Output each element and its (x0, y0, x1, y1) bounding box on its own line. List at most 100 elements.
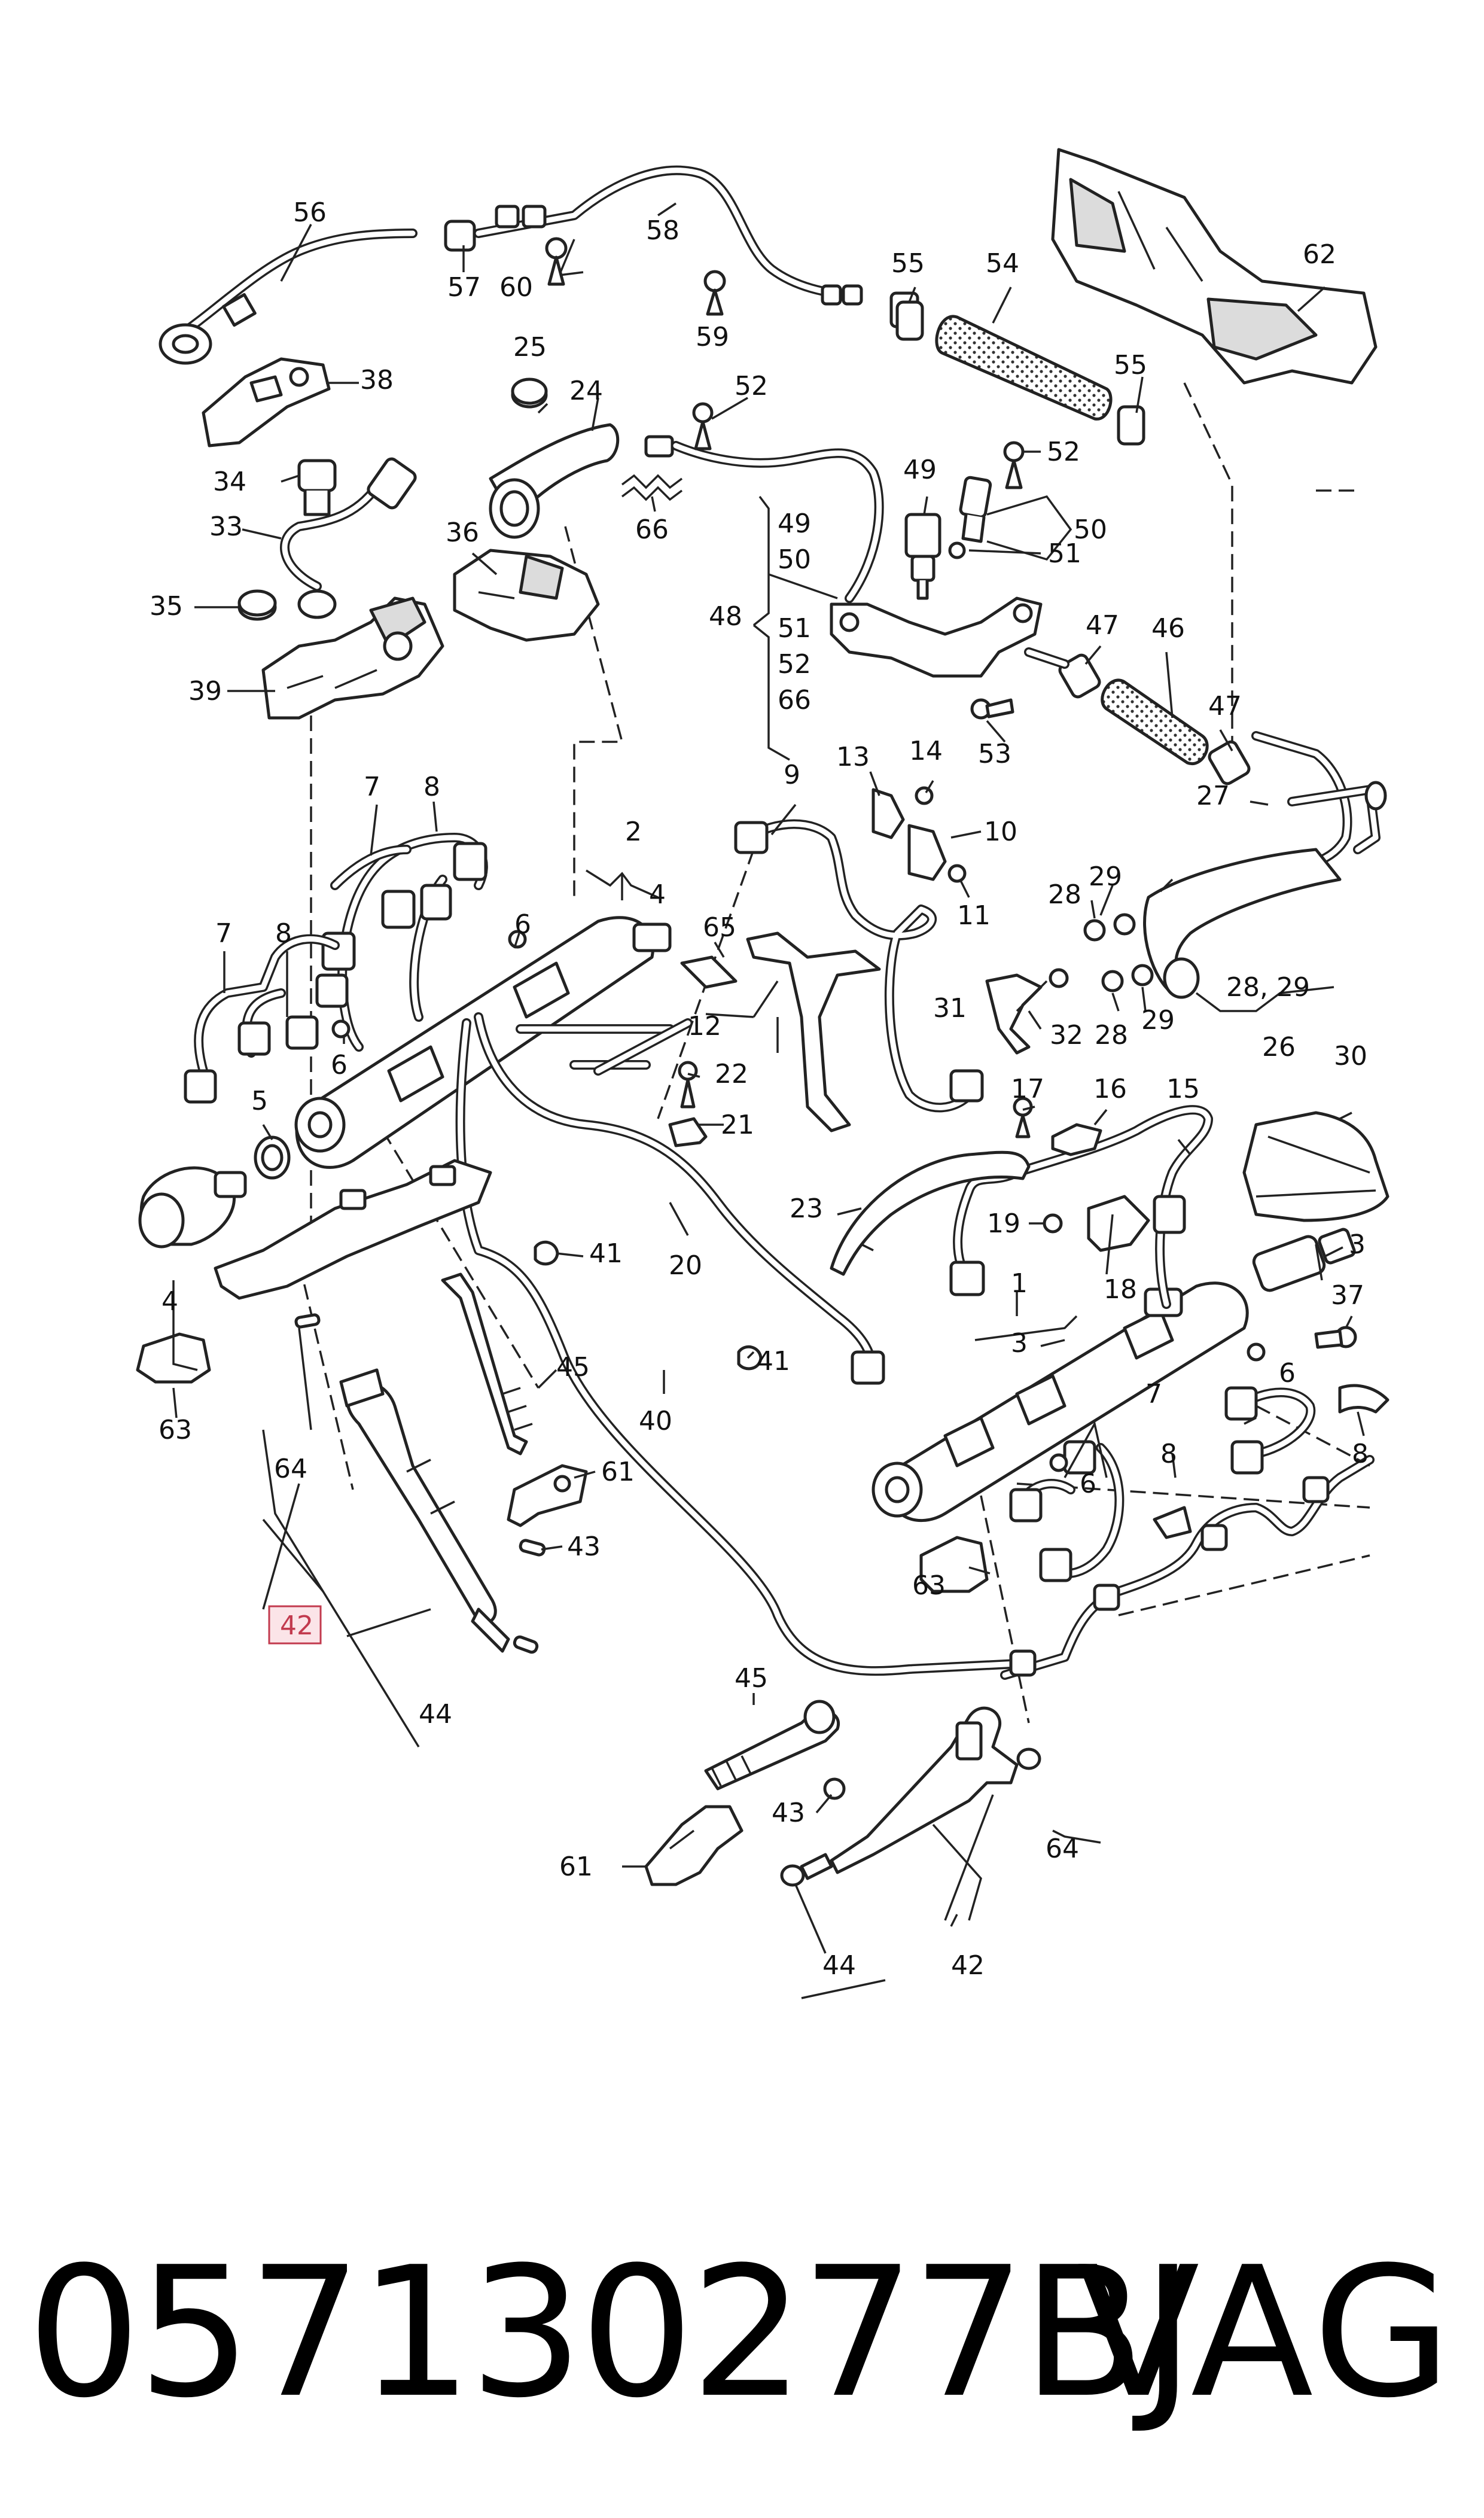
seal-44-right (780, 1864, 805, 1887)
callout-13: 13 (836, 742, 870, 772)
hose-23 (830, 1150, 1031, 1276)
bracket-38 (202, 357, 331, 447)
callout-45: 45 (556, 1352, 590, 1383)
callout-66: 66 (635, 514, 669, 545)
callout-32: 32 (1050, 1020, 1083, 1051)
callout-45: 45 (735, 1663, 768, 1694)
callout-16: 16 (1093, 1074, 1127, 1104)
clip-31 (985, 968, 1069, 1055)
callout-41: 41 (589, 1238, 623, 1269)
part-number-text: 057130277BJ (27, 2228, 1194, 2437)
callout-46: 46 (1151, 613, 1185, 644)
return-line-58 (474, 165, 919, 328)
sensor-50 (948, 476, 992, 559)
return-line-rail-connection (516, 1018, 693, 1076)
callout-65: 65 (703, 912, 736, 943)
leader-lines (172, 202, 1365, 1999)
callout-11: 11 (957, 900, 991, 931)
pipe-24 (489, 423, 674, 539)
callout-30: 30 (1334, 1041, 1367, 1071)
callout-42: 42 (951, 1950, 985, 1981)
callout-28: 28 (1048, 879, 1081, 910)
cross-bracket-left (214, 1159, 492, 1300)
callout-31: 31 (933, 993, 967, 1024)
callout-49: 49 (903, 455, 937, 485)
callout-47: 47 (1086, 610, 1119, 641)
callout-17: 17 (1011, 1074, 1044, 1104)
callout-5: 5 (251, 1086, 268, 1116)
callout-55: 55 (891, 248, 925, 279)
clamps-41 (534, 1240, 763, 1371)
callout-47: 47 (1208, 691, 1242, 721)
callout-29: 29 (1089, 861, 1122, 892)
callout-42-highlighted: 42 (280, 1610, 313, 1641)
lines-to-injectors-right (1000, 1384, 1389, 1680)
callout-6: 6 (331, 1050, 348, 1080)
callout-43: 43 (567, 1531, 601, 1562)
callout-6: 6 (514, 909, 531, 940)
return-hose-56 (159, 220, 476, 365)
hose-46 (1024, 647, 1251, 785)
callout-3: 3 (1349, 1229, 1366, 1260)
callout-55: 55 (1114, 350, 1147, 380)
seal-5 (254, 1135, 291, 1180)
callout-48: 48 (709, 601, 742, 632)
callout-25: 25 (513, 332, 547, 363)
callout-63: 63 (159, 1415, 192, 1445)
callout-6: 6 (1080, 1469, 1096, 1499)
callout-14: 14 (909, 736, 943, 766)
heat-shield-62 (1051, 148, 1378, 385)
callout-19: 19 (987, 1208, 1020, 1239)
callout-7: 7 (1145, 1379, 1162, 1409)
callout-7: 7 (215, 918, 232, 949)
callout-58: 58 (646, 215, 679, 246)
callout-8: 8 (423, 772, 440, 802)
callout-33: 33 (209, 511, 243, 542)
callout-38: 38 (360, 365, 394, 395)
bracket-63-right (919, 1536, 989, 1593)
callout-29: 29 (1141, 1005, 1175, 1036)
callout-50: 50 (1074, 514, 1107, 545)
fuel-rail-left (294, 916, 672, 1169)
callout-57: 57 (447, 272, 481, 303)
callout-28: 28 (1095, 1020, 1128, 1051)
bolts-6-right (1049, 1342, 1266, 1472)
callout-group-51: 51 (778, 613, 811, 644)
callout-40: 40 (639, 1406, 672, 1436)
callout-63: 63 (912, 1570, 946, 1601)
pressure-sensor-49 (904, 513, 941, 600)
callout-group-49: 49 (778, 509, 811, 539)
callout-59: 59 (696, 322, 729, 352)
callout-4: 4 (649, 879, 666, 910)
callout-43: 43 (772, 1798, 805, 1828)
bolt-52b (1003, 441, 1025, 489)
callout-53: 53 (978, 739, 1011, 769)
cover-30 (1242, 1111, 1389, 1222)
callout-56: 56 (293, 197, 327, 228)
diagram-canvas: 56 57 60 58 59 55 54 62 55 38 25 24 52 6… (136, 148, 1389, 1999)
seal-43-right (823, 1777, 846, 1800)
fuel-rail-right (871, 1281, 1249, 1523)
callout-1: 1 (1011, 1268, 1028, 1299)
callout-6: 6 (1279, 1358, 1296, 1389)
callout-52: 52 (1047, 437, 1080, 467)
connecting-pipe-15 (949, 1105, 1213, 1309)
callout-10: 10 (984, 817, 1017, 847)
bolt-53 (970, 698, 1014, 720)
callout-52: 52 (735, 371, 768, 401)
callout-22: 22 (715, 1059, 748, 1089)
callout-24: 24 (569, 376, 603, 406)
hp-line-9 (734, 819, 984, 1113)
callout-4: 4 (161, 1286, 178, 1317)
callout-42-highlight-box (268, 1605, 322, 1645)
pressure-valve-4-left (138, 1166, 247, 1249)
callout-9: 9 (784, 760, 800, 790)
hose-33 (280, 457, 417, 619)
injector-42-left (339, 1368, 539, 1654)
pressure-valve-3 (1252, 1228, 1356, 1292)
bolt-45-right (704, 1700, 840, 1791)
callout-61: 61 (601, 1457, 635, 1487)
bracket-48 (830, 596, 1043, 678)
injector-lines-7-8-lower (184, 934, 349, 1104)
clips-10-13 (871, 786, 967, 883)
